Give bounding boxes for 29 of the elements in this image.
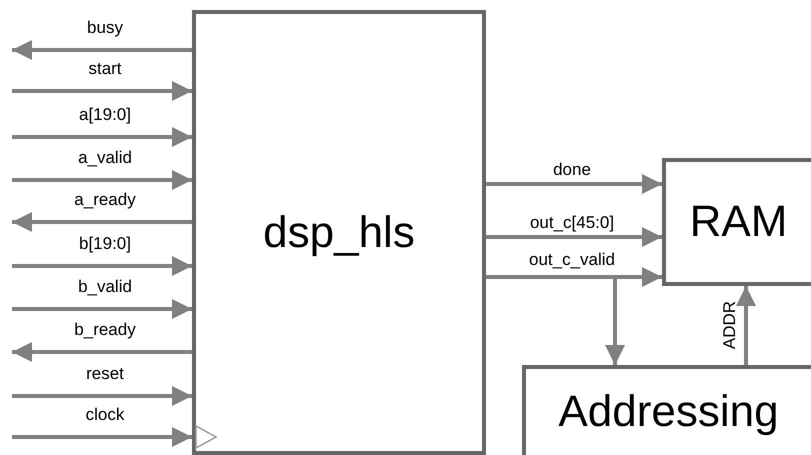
block-box xyxy=(522,365,811,455)
arrow xyxy=(12,342,192,362)
block-box xyxy=(192,10,486,455)
arrow xyxy=(12,81,192,101)
signal-label: a_ready xyxy=(73,190,137,210)
arrow xyxy=(12,212,192,232)
arrow xyxy=(12,299,192,319)
signal-label: out_c[45:0] xyxy=(528,213,616,233)
signal-label: b_valid xyxy=(77,277,133,297)
block-title: RAM xyxy=(690,197,788,247)
arrow xyxy=(12,127,192,147)
signal-label: out_c_valid xyxy=(528,250,616,270)
arrow xyxy=(12,40,192,60)
arrow xyxy=(12,427,192,447)
arrow xyxy=(486,275,625,365)
block-title: Addressing xyxy=(558,387,779,437)
arrow xyxy=(486,174,662,194)
block-title: dsp_hls xyxy=(263,208,415,258)
arrow xyxy=(12,386,192,406)
arrow xyxy=(486,227,662,247)
signal-label: b_ready xyxy=(73,320,137,340)
arrow xyxy=(12,170,192,190)
signal-label: a_valid xyxy=(77,148,133,168)
block-box xyxy=(662,158,811,286)
arrow xyxy=(12,256,192,276)
signal-label: b[19:0] xyxy=(78,234,132,254)
signal-label: busy xyxy=(86,18,124,38)
arrow xyxy=(736,286,756,365)
signal-label: a[19:0] xyxy=(78,105,132,125)
